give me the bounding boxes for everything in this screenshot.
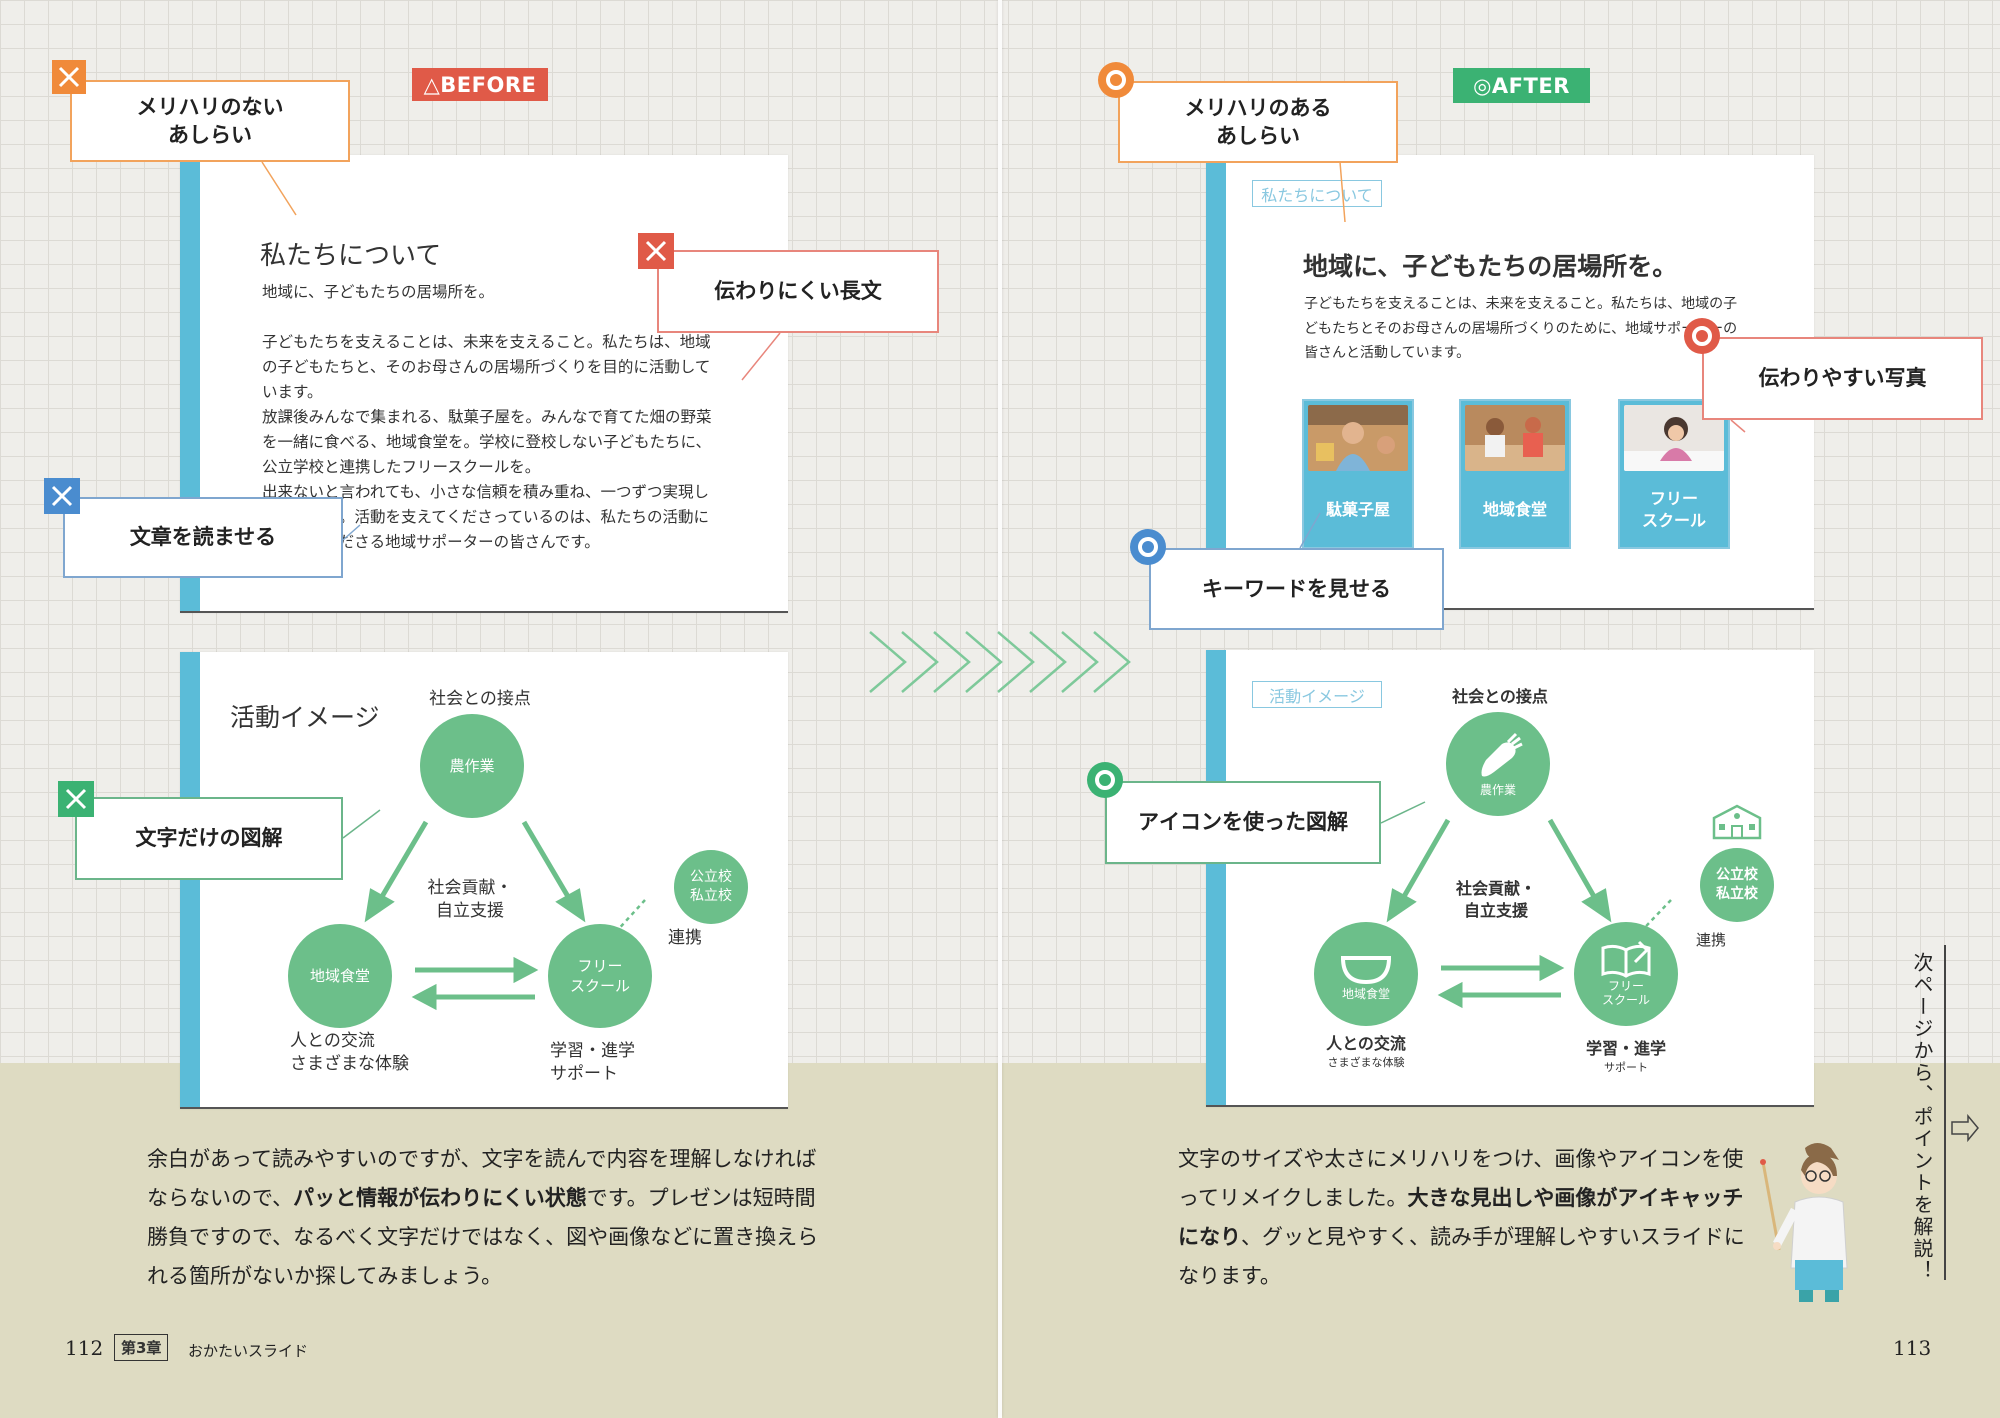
card-caption: 駄菓子屋 [1325, 500, 1390, 520]
school-caption: 学習・進学 [1585, 1039, 1666, 1058]
link-label: 連携 [668, 928, 702, 948]
explanation-text: 余白があって読みやすいのですが、文字を読んで内容を理解しなければならないので、 [147, 1147, 817, 1210]
top-label: 社会との接点 [429, 689, 531, 709]
cross-icon [52, 60, 86, 94]
node-free-school: フリー スクール [548, 924, 652, 1028]
callout-leader-lines-left [261, 161, 781, 839]
photo-card-dining: 地域食堂 [1459, 399, 1571, 549]
node-label: 農作業 [1479, 782, 1516, 797]
card-caption: フリー スクール [1641, 489, 1706, 530]
center-label: 社会貢献・ 自立支援 [1455, 879, 1536, 920]
node-public-school: 公立校 私立校 [1700, 848, 1774, 922]
slide-accent-bar [1206, 650, 1226, 1105]
dining-caption: 人との交流 さまざまな体験 [290, 1031, 409, 1074]
after-slide-activity: 活動イメージ 社会との接点 農作業 地域食堂 フリー スクール 公立校 私立校 … [1206, 650, 1814, 1107]
diagram-arrows [1386, 818, 1672, 1009]
slide-body: 子どもたちを支えることは、未来を支えること。私たちは、地域の子どもたちとそのお母… [1304, 296, 1738, 361]
circle-icon [1087, 762, 1123, 798]
slide-tag: 活動イメージ [1252, 681, 1382, 708]
callout-read-text: 文章を読ませる [63, 497, 343, 578]
dining-subcaption: さまざまな体験 [1327, 1056, 1405, 1069]
school-caption: 学習・進学 サポート [550, 1041, 635, 1084]
slide-title: 活動イメージ [230, 703, 380, 732]
slide-body-1: 子どもたちを支えることは、未来を支えること。私たちは、地域の子どもたちと、そのお… [262, 333, 711, 401]
node-label: 地域食堂 [1341, 986, 1390, 1001]
cross-icon [58, 781, 94, 817]
bowl-icon [1340, 955, 1392, 984]
before-badge: △BEFORE [412, 68, 548, 101]
callout-no-contrast: メリハリのない あしらい [70, 80, 350, 162]
callout-keyword: キーワードを見せる [1149, 548, 1444, 630]
after-badge: ◎AFTER [1453, 68, 1590, 103]
callout-photo: 伝わりやすい写真 [1702, 337, 1983, 420]
explanation-emphasis: 大きな見出しや画像がアイキャッチになり [1178, 1186, 1744, 1249]
page-number-left: 112 [65, 1336, 104, 1360]
side-note-rule [1944, 945, 1946, 1280]
card-caption: 地域食堂 [1482, 500, 1547, 520]
slide-subtitle: 地域に、子どもたちの居場所を。 [262, 283, 495, 301]
chapter-title: おかたいスライド [188, 1342, 309, 1360]
slide-tag: 私たちについて [1252, 180, 1382, 207]
slide-body-3: 出来ないと言われても、小さな信頼を積み重ね、一つずつ実現してきました。活動を支え… [262, 483, 710, 551]
circle-icon [1130, 529, 1166, 565]
cross-icon [638, 233, 674, 269]
after-explanation: 文字のサイズや太さにメリハリをつけ、画像やアイコンを使ってリメイクしました。大き… [1178, 1140, 1748, 1296]
slide-heading: 地域に、子どもたちの居場所を。 [1303, 252, 1678, 281]
explanation-text: 文字のサイズや太さにメリハリをつけ、画像やアイコンを使ってリメイクしました。 [1178, 1147, 1744, 1210]
before-slide-activity: 活動イメージ 社会との接点 農作業 地域食堂 フリー スクール 公立校 私立校 … [180, 652, 788, 1109]
book-spine [998, 0, 1002, 1418]
photo-card-school: フリー スクール [1618, 399, 1730, 549]
callout-leader-lines-right [1299, 161, 1746, 824]
book-icon [1601, 941, 1651, 978]
center-label: 社会貢献・ 自立支援 [427, 878, 513, 921]
page-number-right: 113 [1893, 1336, 1932, 1360]
callout-text-diagram: 文字だけの図解 [75, 797, 343, 880]
node-farm: 農作業 [1446, 712, 1550, 816]
node-label: フリー スクール [1601, 979, 1650, 1007]
chevron-arrows [869, 631, 1131, 693]
explanation-text-end: です。プレゼンは短時間勝負ですので、なるべく文字だけではなく、図や画像などに置き… [147, 1186, 819, 1288]
explanation-text-end: 、グッと見やすく、読み手が理解しやすいスライドになります。 [1178, 1225, 1745, 1288]
school-subcaption: サポート [1604, 1061, 1648, 1074]
node-free-school: フリー スクール [1574, 922, 1678, 1026]
node-dining: 地域食堂 [1314, 922, 1418, 1026]
photo-candy-shop [1308, 405, 1408, 471]
photo-card-candy: 駄菓子屋 [1302, 399, 1414, 549]
node-public-school: 公立校 私立校 [674, 850, 748, 924]
dining-caption: 人との交流 [1326, 1034, 1406, 1053]
callout-long-text: 伝わりにくい長文 [657, 250, 939, 333]
slide-body-2: 放課後みんなで集まれる、駄菓子屋を。みんなで育てた畑の野菜を一緒に食べる、地域食… [262, 408, 712, 476]
photo-free-school [1624, 405, 1724, 471]
chapter-box: 第3章 [114, 1334, 169, 1361]
circle-icon [1684, 318, 1720, 354]
next-page-note: 次ページから、ポイントを解説！ [1910, 952, 1934, 1282]
photo-community-dining [1465, 405, 1565, 471]
node-farm: 農作業 [420, 714, 524, 818]
circle-icon [1098, 62, 1134, 98]
arrow-right-icon [1951, 1114, 1979, 1143]
node-dining: 地域食堂 [288, 924, 392, 1028]
carrot-icon [1481, 732, 1523, 777]
slide-accent-bar [1206, 155, 1226, 608]
top-label: 社会との接点 [1452, 687, 1548, 706]
teacher-illustration [1760, 1143, 1848, 1302]
school-building-icon [1712, 804, 1762, 840]
link-label: 連携 [1695, 931, 1726, 949]
cross-icon [44, 478, 80, 514]
before-explanation: 余白があって読みやすいのですが、文字を読んで内容を理解しなければならないので、パ… [147, 1140, 827, 1296]
after-slide-about: 私たちについて 地域に、子どもたちの居場所を。 子どもたちを支えることは、未来を… [1206, 155, 1814, 610]
callout-contrast: メリハリのある あしらい [1118, 81, 1398, 163]
explanation-emphasis: パッと情報が伝わりにくい状態 [293, 1186, 587, 1210]
callout-icon-diagram: アイコンを使った図解 [1105, 781, 1381, 864]
slide-title: 私たちについて [260, 241, 442, 271]
